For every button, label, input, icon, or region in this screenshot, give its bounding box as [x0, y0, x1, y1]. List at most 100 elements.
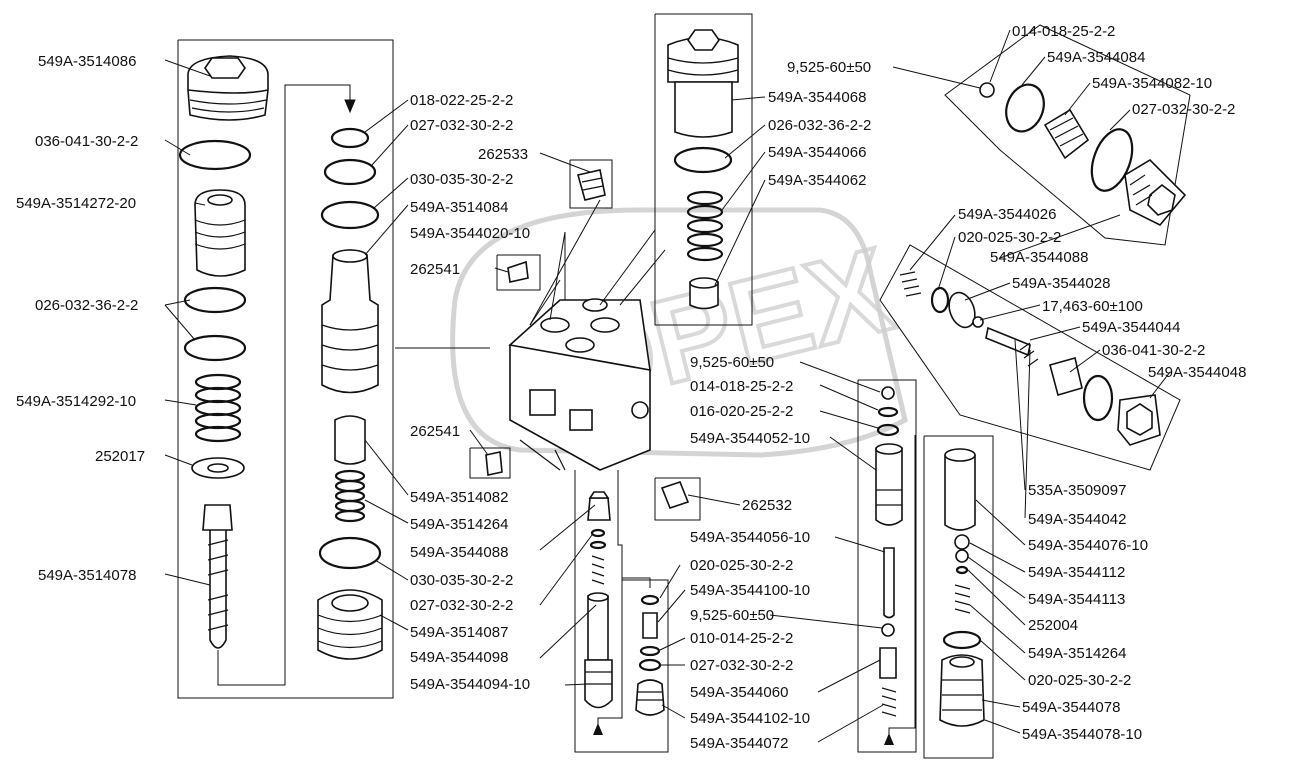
- label-part-number: 549A-3544094-10: [410, 676, 530, 693]
- part-ball: [881, 623, 895, 637]
- label-part-number: 014-018-25-2-2: [1012, 23, 1115, 40]
- label-part-number: 549A-3544113: [1028, 591, 1125, 608]
- label-part-number: 252017: [95, 448, 145, 465]
- part-o-ring: [589, 540, 607, 550]
- label-part-number: 030-035-30-2-2: [410, 572, 513, 589]
- label-part-number: 549A-3544078-10: [1022, 726, 1142, 743]
- label-part-number: 549A-3544098: [410, 649, 508, 666]
- label-part-number: 262541: [410, 423, 460, 440]
- label-part-number: 549A-3544062: [768, 172, 866, 189]
- parts-mid-right-group: [899, 271, 1161, 446]
- part-o-ring: [320, 200, 380, 230]
- label-part-number: 036-041-30-2-2: [1102, 342, 1205, 359]
- label-part-number: 9,525-60±50: [787, 59, 871, 76]
- label-part-number: 549A-3544082-10: [1092, 75, 1212, 92]
- label-part-number: 549A-3514087: [410, 624, 508, 641]
- part-seat: [689, 281, 719, 310]
- part-screw-plug: [577, 169, 606, 201]
- label-part-number: 9,525-60±50: [690, 607, 774, 624]
- part-o-ring: [942, 630, 982, 650]
- label-part-number: 020-025-30-2-2: [690, 557, 793, 574]
- label-part-number: 549A-3544072: [690, 735, 788, 752]
- label-part-number: 026-032-36-2-2: [768, 117, 871, 134]
- part-spring: [899, 271, 922, 297]
- label-part-number: 549A-3514264: [410, 516, 508, 533]
- label-part-number: 010-014-25-2-2: [690, 630, 793, 647]
- parts-bottom-right-columns: [875, 386, 985, 727]
- label-part-number: 549A-3544076-10: [1028, 537, 1148, 554]
- part-spring: [194, 373, 242, 443]
- frame-bottom-center: [574, 470, 669, 753]
- label-part-number: 549A-3544052-10: [690, 430, 810, 447]
- label-part-number: 549A-3514292-10: [16, 393, 136, 410]
- part-filter: [955, 549, 969, 563]
- part-labels: 549A-3514086 036-041-30-2-2 549A-3514272…: [16, 23, 1246, 752]
- label-part-number: 549A-3544078: [1022, 699, 1120, 716]
- frame-mid-right: [879, 244, 1181, 471]
- part-plunger: [879, 647, 897, 679]
- frame-upper-right: [944, 24, 1191, 246]
- part-o-ring: [876, 423, 900, 437]
- label-part-number: 252004: [1028, 617, 1078, 634]
- part-filter: [954, 534, 970, 550]
- part-o-ring: [639, 645, 661, 657]
- label-part-number: 262532: [742, 497, 792, 514]
- part-guide: [1049, 357, 1083, 396]
- label-part-number: 549A-3544084: [1047, 49, 1145, 66]
- part-washer: [948, 291, 976, 329]
- part-ball: [979, 82, 995, 98]
- arrow-bottom-center: [593, 723, 603, 735]
- part-seat-plug: [1043, 108, 1090, 160]
- parts-upper-right-group: [979, 82, 1187, 226]
- part-o-ring: [178, 139, 252, 171]
- frame-small-262541-a: [496, 254, 541, 291]
- label-part-number: 549A-3544044: [1082, 319, 1180, 336]
- label-part-number: 020-025-30-2-2: [958, 229, 1061, 246]
- label-part-number: 549A-3544060: [690, 684, 788, 701]
- part-spring: [954, 584, 971, 614]
- label-part-number: 549A-3514082: [410, 489, 508, 506]
- label-part-number: 262533: [478, 146, 528, 163]
- frame-bottom-right-2: [923, 435, 994, 759]
- label-part-number: 549A-3514086: [38, 53, 136, 70]
- label-part-number: 014-018-25-2-2: [690, 378, 793, 395]
- label-part-number: 549A-3544102-10: [690, 710, 810, 727]
- part-piston: [194, 189, 246, 277]
- part-o-ring: [673, 146, 733, 174]
- arrow-bottom-right: [884, 733, 894, 745]
- label-part-number: 549A-3544088: [990, 249, 1088, 266]
- part-o-ring: [640, 594, 660, 606]
- leader-lines: [164, 29, 1171, 743]
- part-o-ring: [183, 334, 247, 362]
- part-spring: [686, 190, 724, 262]
- label-part-number: 549A-3514264: [1028, 645, 1126, 662]
- part-screw-plug: [507, 260, 529, 283]
- part-cap: [587, 497, 611, 521]
- label-part-number: 549A-3544066: [768, 144, 866, 161]
- part-plug: [939, 654, 985, 727]
- label-part-number: 549A-3514078: [38, 567, 136, 584]
- part-body: [674, 81, 733, 138]
- label-part-number: 549A-3544056-10: [690, 529, 810, 546]
- part-o-ring: [590, 528, 606, 538]
- part-o-ring: [930, 286, 950, 314]
- part-sleeve: [944, 449, 976, 531]
- label-part-number: 549A-3544100-10: [690, 582, 810, 599]
- part-ball: [972, 316, 984, 328]
- part-pin: [985, 326, 1031, 357]
- part-plunger: [642, 612, 658, 639]
- label-part-number: 027-032-30-2-2: [690, 657, 793, 674]
- part-o-ring: [318, 536, 382, 570]
- label-part-number: 549A-3544048: [1148, 364, 1246, 381]
- part-o-ring: [638, 658, 662, 672]
- part-o-ring: [183, 286, 247, 314]
- label-part-number: 549A-3544028: [1012, 275, 1110, 292]
- label-part-number: 17,463-60±100: [1042, 298, 1143, 315]
- label-part-number: 549A-3544042: [1028, 511, 1126, 528]
- group-frames: [177, 13, 1191, 759]
- label-part-number: 549A-3514272-20: [16, 195, 136, 212]
- part-plug: [635, 679, 665, 716]
- frame-left-flow: [217, 84, 351, 686]
- frame-small-262541-b: [469, 447, 511, 479]
